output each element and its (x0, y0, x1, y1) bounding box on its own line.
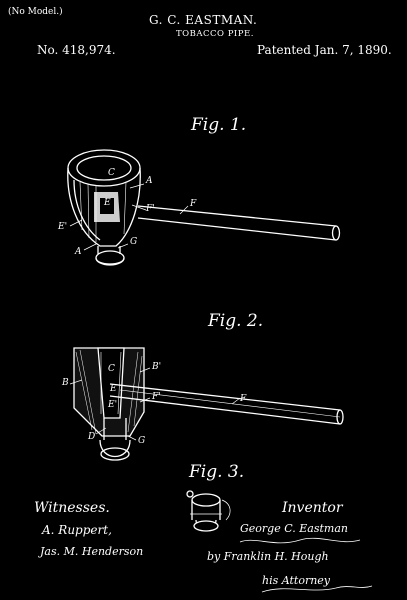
fig2-pipe-drawing (69, 347, 344, 461)
fig1-label-e: E (104, 198, 111, 208)
witnesses-heading: Witnesses. (34, 500, 110, 516)
fig1-label-f-stem: F (190, 199, 197, 209)
fig3-insert-drawing (186, 490, 231, 532)
fig2-label-c: C (108, 364, 115, 374)
inventor-name: G. C. EASTMAN. (149, 13, 258, 27)
fig1-caption: Fig. 1. (191, 115, 247, 135)
fig1-label-e-prime: E' (58, 222, 68, 232)
fig1-label-a-right: A (146, 176, 153, 186)
inventor-signature: George C. Eastman (240, 522, 348, 535)
fig2-label-b-prime: B' (152, 362, 162, 372)
fig2-label-f-prime: F' (152, 392, 161, 402)
fig2-label-e: E (110, 384, 117, 394)
fig1-label-f-prime: F' (146, 204, 155, 214)
model-note: (No Model.) (8, 7, 63, 17)
fig2-label-g: G (138, 436, 146, 446)
fig2-label-f-stem: F (240, 394, 247, 404)
witness-signature-2: Jas. M. Henderson (40, 545, 144, 558)
fig1-pipe-drawing (67, 149, 341, 266)
fig1-label-a-left: A (75, 247, 82, 257)
fig1-label-c: C (108, 168, 115, 178)
fig3-caption: Fig. 3. (189, 462, 245, 482)
fig2-label-d: D (88, 432, 96, 442)
witness-signature-1: A. Ruppert, (42, 523, 112, 537)
patent-date: Patented Jan. 7, 1890. (257, 43, 392, 57)
fig2-caption: Fig. 2. (208, 311, 264, 331)
fig2-label-b-left: B (62, 378, 69, 388)
attorney-role: his Attorney (262, 574, 331, 587)
fig2-label-e-prime: E' (108, 400, 118, 410)
inventor-heading: Inventor (282, 500, 343, 516)
attorney-signature: by Franklin H. Hough (207, 550, 329, 563)
patent-number: No. 418,974. (37, 43, 116, 57)
invention-title: TOBACCO PIPE. (176, 29, 254, 39)
fig1-label-g: G (130, 237, 138, 247)
